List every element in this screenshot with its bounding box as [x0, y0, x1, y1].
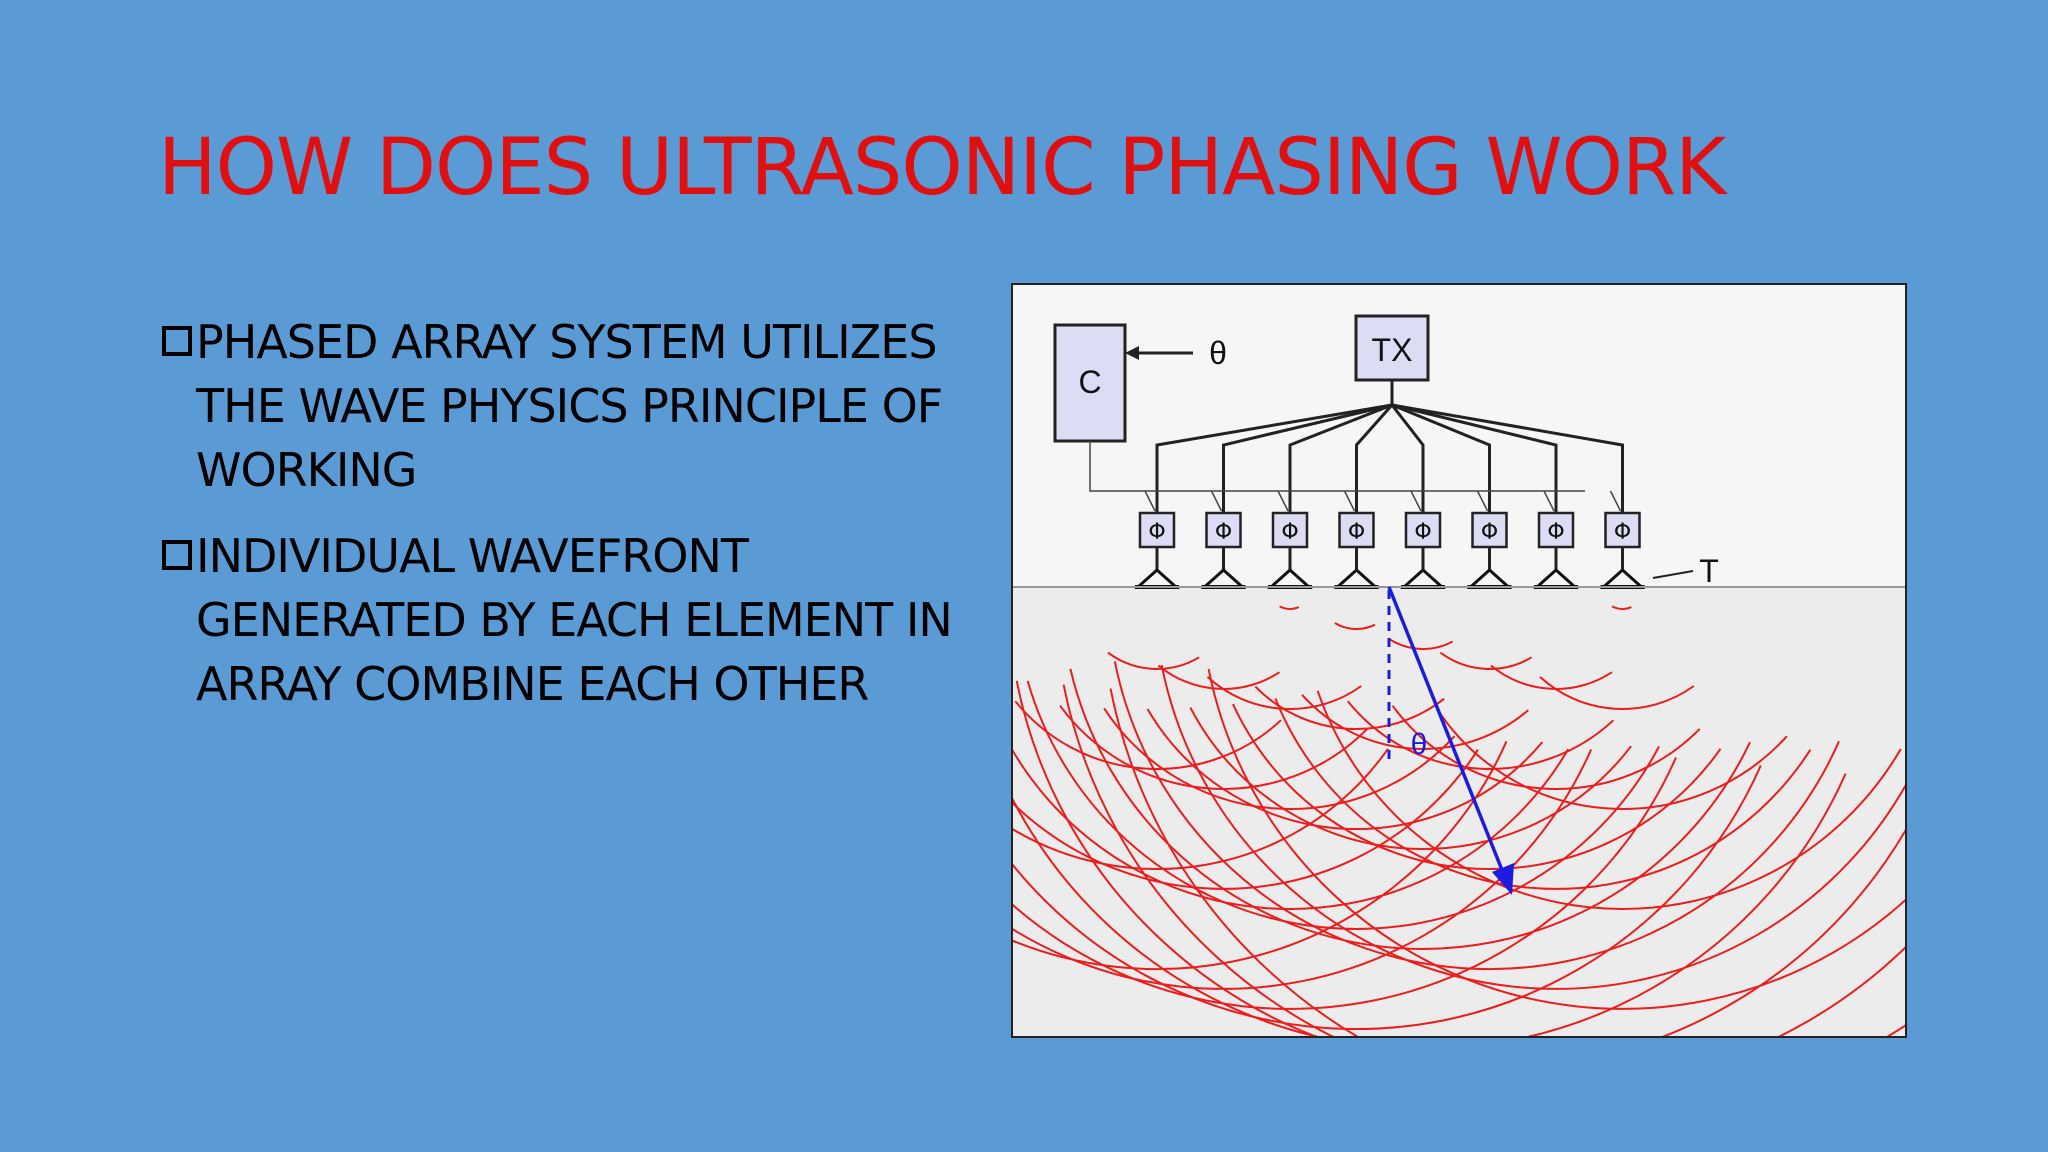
wavefront-arc — [1113, 661, 1840, 971]
transducer-label: T — [1699, 553, 1719, 589]
medium-region — [1013, 587, 1905, 1036]
wavefront-arc — [1062, 684, 1905, 1036]
beam-arrowhead-icon — [1492, 863, 1514, 895]
bullet-text: INDIVIDUAL WAVEFRONT GENERATED BY EACH E… — [196, 529, 953, 711]
phase-shifter-label: Φ — [1281, 520, 1298, 545]
control-tap-line — [1144, 490, 1156, 512]
wavefront-arc — [1387, 637, 1454, 650]
wavefront-arc — [1013, 757, 1677, 1010]
control-tap-line — [1410, 490, 1422, 512]
wavefront-arc — [1439, 651, 1533, 670]
beam-angle-label: θ — [1411, 728, 1428, 761]
wavefront-arc — [1157, 664, 1281, 690]
wavefront-arc — [1013, 740, 1508, 971]
wavefront-arc — [1026, 680, 1660, 930]
phase-shifter-box — [1471, 511, 1508, 549]
wavefront-arc — [1146, 708, 1544, 830]
wavefront-arc — [1103, 707, 1456, 810]
wavefront-arcs — [1013, 605, 1905, 1036]
wavefront-arc — [1334, 622, 1376, 630]
bullet-text: PHASED ARRAY SYSTEM UTILIZES THE WAVE PH… — [196, 315, 943, 497]
wavefront-arc — [1207, 668, 1905, 1010]
wavefront-arc — [1611, 605, 1632, 610]
wavefront-arc — [1347, 700, 1615, 770]
wavefront-arc — [1015, 680, 1905, 1036]
phase-shifter-label: Φ — [1148, 520, 1165, 545]
transducer-pointer-line — [1652, 570, 1694, 579]
wavefront-arc — [1539, 676, 1695, 710]
controller-signal-line — [1089, 441, 1585, 492]
wavefront-arc — [1013, 773, 1847, 1036]
wavefront-arc — [1107, 651, 1200, 670]
wavefront-arc — [1279, 605, 1300, 610]
angle-input-arrowhead-icon — [1125, 346, 1139, 360]
phased-array-figure: Φ Φ Φ Φ Φ Φ Φ Φ C θ TX T θ — [1013, 285, 1905, 1036]
phase-shifter-label: Φ — [1215, 520, 1232, 545]
transmitter-label: TX — [1372, 332, 1413, 368]
wavefront-arc — [1069, 668, 1751, 950]
bullet-list: PHASED ARRAY SYSTEM UTILIZES THE WAVE PH… — [158, 310, 988, 738]
wavefront-arc — [1391, 705, 1701, 790]
phase-shifter-label: Φ — [1348, 520, 1365, 545]
control-tap-line — [1210, 490, 1223, 512]
wavefront-arc — [1435, 707, 1788, 810]
wavefront-arc — [1189, 707, 1632, 850]
phase-shifter-box — [1604, 511, 1641, 549]
wavefront-arc — [1490, 664, 1613, 690]
bullet-item: INDIVIDUAL WAVEFRONT GENERATED BY EACH E… — [158, 524, 988, 716]
wavefront-arc — [1109, 688, 1905, 1036]
phase-shifter-box — [1404, 511, 1442, 549]
wavefront-arc — [1160, 665, 1905, 990]
controller-label: C — [1078, 364, 1101, 400]
bullet-item: PHASED ARRAY SYSTEM UTILIZES THE WAVE PH… — [158, 310, 988, 502]
wavefront-arc — [1013, 748, 1570, 910]
angle-input-label: θ — [1209, 335, 1227, 371]
phase-shifter-label: Φ — [1614, 520, 1631, 545]
control-tap-line — [1476, 490, 1489, 512]
beam-direction-line — [1387, 586, 1506, 876]
slide-title: HOW DOES ULTRASONIC PHASING WORK — [158, 123, 1726, 213]
checkbox-bullet-icon — [162, 540, 192, 570]
wavefront-arc — [1316, 690, 1902, 910]
control-tap-line — [1609, 490, 1622, 512]
control-tap-line — [1343, 490, 1356, 512]
phase-shifter-label: Φ — [1547, 520, 1564, 545]
control-tap-line — [1543, 490, 1555, 512]
wavefront-arc — [1274, 698, 1812, 890]
phased-array-diagram: Φ Φ Φ Φ Φ Φ Φ Φ C θ TX T θ — [1011, 283, 1907, 1038]
control-tap-line — [1277, 490, 1289, 512]
phase-shifter-label: Φ — [1414, 520, 1431, 545]
phase-shifter-label: Φ — [1481, 520, 1498, 545]
phase-shifter-box — [1138, 511, 1176, 549]
checkbox-bullet-icon — [162, 326, 192, 356]
feed-line — [1391, 403, 1624, 513]
